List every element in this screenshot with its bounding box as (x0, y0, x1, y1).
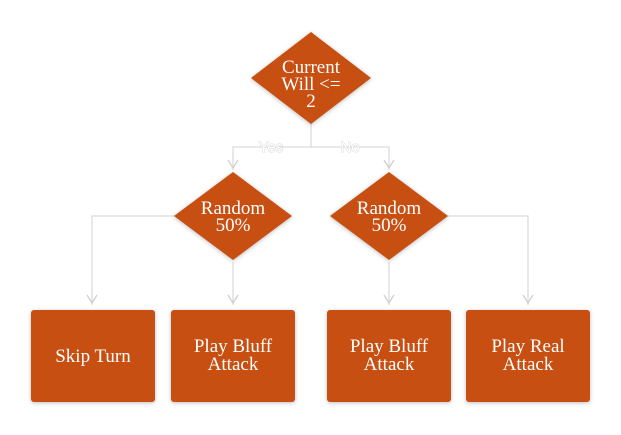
connector-random-left-to-skip (91, 215, 175, 305)
outcome-bluff-left: Play Bluff Attack (171, 310, 295, 402)
root-line-1: Current (282, 57, 341, 78)
random-right-line-2: 50% (372, 215, 407, 236)
bluff-left-line-1: Play Bluff (194, 336, 273, 357)
outcome-real-attack: Play Real Attack (466, 310, 590, 402)
connector-yes-branch (232, 146, 311, 170)
outcome-box-bluff-left (171, 310, 295, 402)
outcome-box-real-attack (466, 310, 590, 402)
arrowhead-bluff-right (383, 294, 395, 305)
bluff-right-line-1: Play Bluff (350, 336, 429, 357)
arrowhead-bluff-left (227, 294, 239, 305)
outcome-box-bluff-right (327, 310, 451, 402)
edge-label-no: No (340, 139, 359, 156)
random-left-line-2: 50% (216, 215, 251, 236)
bluff-left-line-2: Attack (208, 354, 259, 375)
edge-label-yes: Yes (259, 139, 283, 156)
root-line-2: Will <= (281, 74, 340, 95)
decision-current-will: Current Will <= 2 (251, 32, 371, 124)
decision-diamond-random-right (330, 172, 448, 260)
bluff-right-line-2: Attack (364, 354, 415, 375)
real-attack-line-1: Play Real (491, 336, 564, 357)
connector-no-branch (311, 146, 390, 170)
random-left-line-1: Random (201, 198, 266, 219)
outcome-bluff-right: Play Bluff Attack (327, 310, 451, 402)
decision-random-left: Random 50% (174, 172, 292, 260)
decision-diamond-random-left (174, 172, 292, 260)
random-right-line-1: Random (357, 198, 422, 219)
skip-turn-label: Skip Turn (55, 346, 131, 367)
outcome-skip-turn: Skip Turn (31, 310, 155, 402)
connector-random-right-to-real (447, 215, 529, 305)
real-attack-line-2: Attack (503, 354, 554, 375)
root-line-3: 2 (306, 91, 316, 112)
arrowhead-skip (86, 294, 98, 305)
decision-random-right: Random 50% (330, 172, 448, 260)
outcome-box-skip-turn (31, 310, 155, 402)
arrowhead-yes (227, 159, 239, 170)
arrowhead-real (522, 294, 534, 305)
connectors (86, 120, 534, 305)
decision-diamond-root (251, 32, 371, 124)
arrowhead-no (383, 159, 395, 170)
